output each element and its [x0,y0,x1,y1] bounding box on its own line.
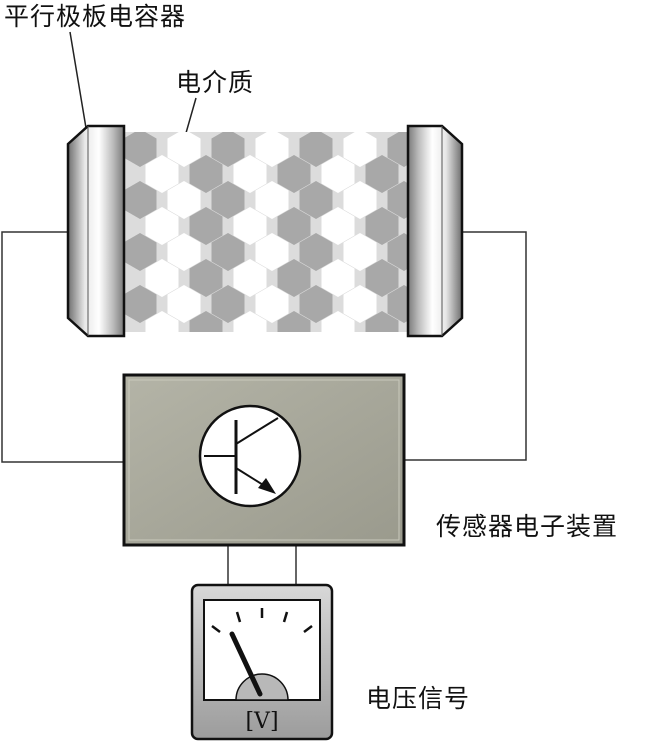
dielectric-hexagon [167,233,201,271]
dielectric-hexagon [211,132,245,167]
dielectric-hexagon [145,155,179,193]
transistor-icon [198,404,302,508]
dielectric-hexagon [255,233,289,271]
dielectric-hexagon [365,259,399,297]
dielectric-hexagon [387,181,410,219]
wire-left [1,231,124,463]
dielectric-hexagon [387,285,410,323]
meter-pivot-housing [235,673,289,701]
dielectric-hexagon [299,285,333,323]
sensor-electronics-box [122,373,406,547]
dielectric-hexagon [189,155,223,193]
dielectric-hexagon [123,181,157,219]
dielectric-hexagon [167,132,201,167]
dielectric-hexagon [123,233,157,271]
dielectric-hexagon [365,311,399,332]
dielectric-hexagon [343,233,377,271]
dielectric-hexagon [299,132,333,167]
dielectric-hexagon [321,155,355,193]
dielectric-hexagon [189,311,223,332]
dielectric-hexagon [343,132,377,167]
dielectric-hexagon [167,181,201,219]
meter-unit-label: [V] [245,709,278,734]
dielectric-hexagon [211,181,245,219]
dielectric-hexagon [365,207,399,245]
dielectric-hexagon [277,311,311,332]
dielectric-hexagon [343,181,377,219]
dielectric-hexagon [189,259,223,297]
dielectric-hexagon [343,285,377,323]
meter-scale-ticks [211,608,313,633]
dielectric-material [122,132,410,332]
dielectric-hexagon [277,155,311,193]
dielectric-hexagon [255,132,289,167]
dielectric-hexagon [321,259,355,297]
dielectric-hexagon [233,155,267,193]
dielectric-hexagon [211,233,245,271]
dielectric-hexagon [299,181,333,219]
dielectric-hexagon [233,259,267,297]
dielectric-hexagon [145,311,179,332]
dielectric-hexagon [189,207,223,245]
dielectric-hexagon [387,132,410,167]
dielectric-particles [123,132,410,332]
meter-needle [229,631,263,697]
dielectric-hexagon [277,207,311,245]
circuit-wires [1,231,527,585]
leader-line-capacitor [69,31,87,129]
dielectric-hexagon [321,207,355,245]
dielectric-hexagon [123,285,157,323]
dielectric-hexagon [365,155,399,193]
dielectric-hexagon [145,207,179,245]
dielectric-hexagon [299,233,333,271]
capacitor-plate-right [406,124,464,338]
label-parallel-plate-capacitor: 平行极板电容器 [4,2,187,31]
label-sensor-electronics: 传感器电子装置 [436,512,619,541]
dielectric-hexagon [167,285,201,323]
wire-right [404,231,527,461]
dielectric-hexagon [255,181,289,219]
label-voltage-signal: 电压信号 [366,684,471,713]
dielectric-hexagon [123,132,157,167]
dielectric-hexagon [255,285,289,323]
dielectric-hexagon [145,259,179,297]
label-dielectric: 电介质 [176,68,255,97]
dielectric-hexagon [321,311,355,332]
voltmeter: [V] [190,583,334,741]
dielectric-hexagon [233,207,267,245]
dielectric-hexagon [387,233,410,271]
dielectric-hexagon [211,285,245,323]
dielectric-hexagon [233,311,267,332]
dielectric-hexagon [277,259,311,297]
capacitor-plate-left [66,124,126,338]
